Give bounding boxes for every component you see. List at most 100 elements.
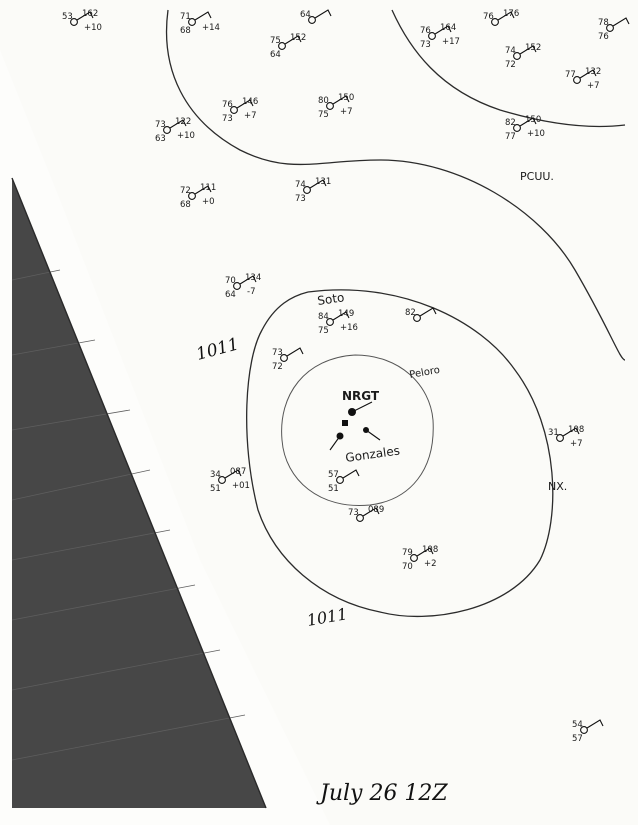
station-tendency: +0 [202, 197, 215, 207]
isobar-outer-top [165, 9, 626, 361]
station-tendency: +7 [244, 111, 257, 121]
station-temp: 73 [348, 508, 359, 518]
station-temp: 74 [505, 46, 516, 56]
station-pressure: 108 [422, 545, 438, 555]
station-temp: 31 [548, 428, 559, 438]
station-pressure: 132 [585, 67, 601, 77]
station-temp: 77 [565, 70, 576, 80]
station-temp: 34 [210, 470, 221, 480]
station-dewpoint: 73 [222, 114, 233, 124]
station-circle-icon [280, 354, 288, 362]
wind-barb-icon [497, 11, 515, 21]
station-pressure: 089 [368, 505, 384, 515]
station-dewpoint: 64 [270, 50, 281, 60]
station-plot: 71 +14 68 [180, 11, 220, 36]
station-dewpoint: 68 [180, 200, 191, 210]
station-circle-icon [308, 16, 316, 24]
station-temp: 82 [505, 118, 516, 128]
wind-barb-icon [76, 11, 94, 21]
station-circle-icon [491, 18, 499, 26]
station-pressure: 108 [568, 425, 584, 435]
station-dewpoint: 77 [505, 132, 516, 142]
station-circle-icon [188, 18, 196, 26]
station-tendency: +16 [340, 323, 358, 333]
station-dewpoint: 76 [598, 32, 609, 42]
isobar-inner [281, 354, 434, 507]
isobar-upper-right [391, 9, 626, 128]
station-dewpoint: 72 [505, 60, 516, 70]
station-temp: 72 [180, 186, 191, 196]
station-tendency: +7 [340, 107, 353, 117]
station-circle-icon [326, 102, 334, 110]
station-tendency: +01 [232, 481, 250, 491]
wind-barb-icon [284, 35, 302, 45]
station-circle-icon [326, 318, 334, 326]
station-circle-icon [233, 282, 241, 290]
station-temp: 78 [598, 18, 609, 28]
station-circle-icon [163, 126, 171, 134]
station-pressure: 150 [525, 115, 541, 125]
wind-barb-icon [194, 185, 212, 195]
place-label-soto: Soto [316, 290, 345, 308]
station-dewpoint: 70 [402, 562, 413, 572]
station-plot: 82 [405, 307, 437, 322]
station-temp: 84 [318, 312, 329, 322]
station-plot: 64 [300, 9, 332, 24]
place-label-pcuu: PCUU. [520, 170, 554, 183]
wind-barb-icon [416, 547, 434, 557]
wind-barb-icon [286, 347, 304, 357]
station-circle-icon [218, 476, 226, 484]
station-dewpoint: 64 [225, 290, 236, 300]
station-circle-icon [70, 18, 78, 26]
station-pressure: 150 [338, 93, 354, 103]
wind-barb-icon [332, 95, 350, 105]
station-tendency: +10 [84, 23, 102, 33]
paper-edge [11, 177, 267, 809]
storm-center [329, 401, 381, 451]
wind-barb-icon [224, 469, 242, 479]
station-temp: 70 [225, 276, 236, 286]
wind-barb-icon [236, 99, 254, 109]
station-temp: 71 [180, 12, 191, 22]
wind-barb-icon [519, 117, 537, 127]
station-circle-icon [573, 76, 581, 84]
station-circle-icon [356, 514, 364, 522]
station-temp: 75 [270, 36, 281, 46]
wind-barb-icon [562, 427, 580, 437]
place-label-nrgt: NRGT [342, 389, 380, 403]
station-temp: 73 [155, 120, 166, 130]
wind-barb-icon [612, 17, 630, 27]
station-circle-icon [606, 24, 614, 32]
station-pressure: 152 [525, 43, 541, 53]
station-tendency: +10 [177, 131, 195, 141]
station-tendency: -7 [247, 287, 255, 297]
station-temp: 76 [483, 12, 494, 22]
wind-barb-icon [579, 69, 597, 79]
station-temp: 64 [300, 10, 311, 20]
station-pressure: 162 [82, 9, 98, 19]
place-label-nx: NX. [548, 480, 567, 493]
table-wood-grain [11, 269, 246, 761]
station-plot: 74 152 72 [505, 43, 541, 70]
station-dewpoint: 68 [180, 26, 191, 36]
station-tendency: +14 [202, 23, 220, 33]
station-circle-icon [230, 106, 238, 114]
station-circle-icon [278, 42, 286, 50]
station-circle-icon [413, 314, 421, 322]
station-tendency: +17 [442, 37, 460, 47]
station-dewpoint: 51 [210, 484, 221, 494]
